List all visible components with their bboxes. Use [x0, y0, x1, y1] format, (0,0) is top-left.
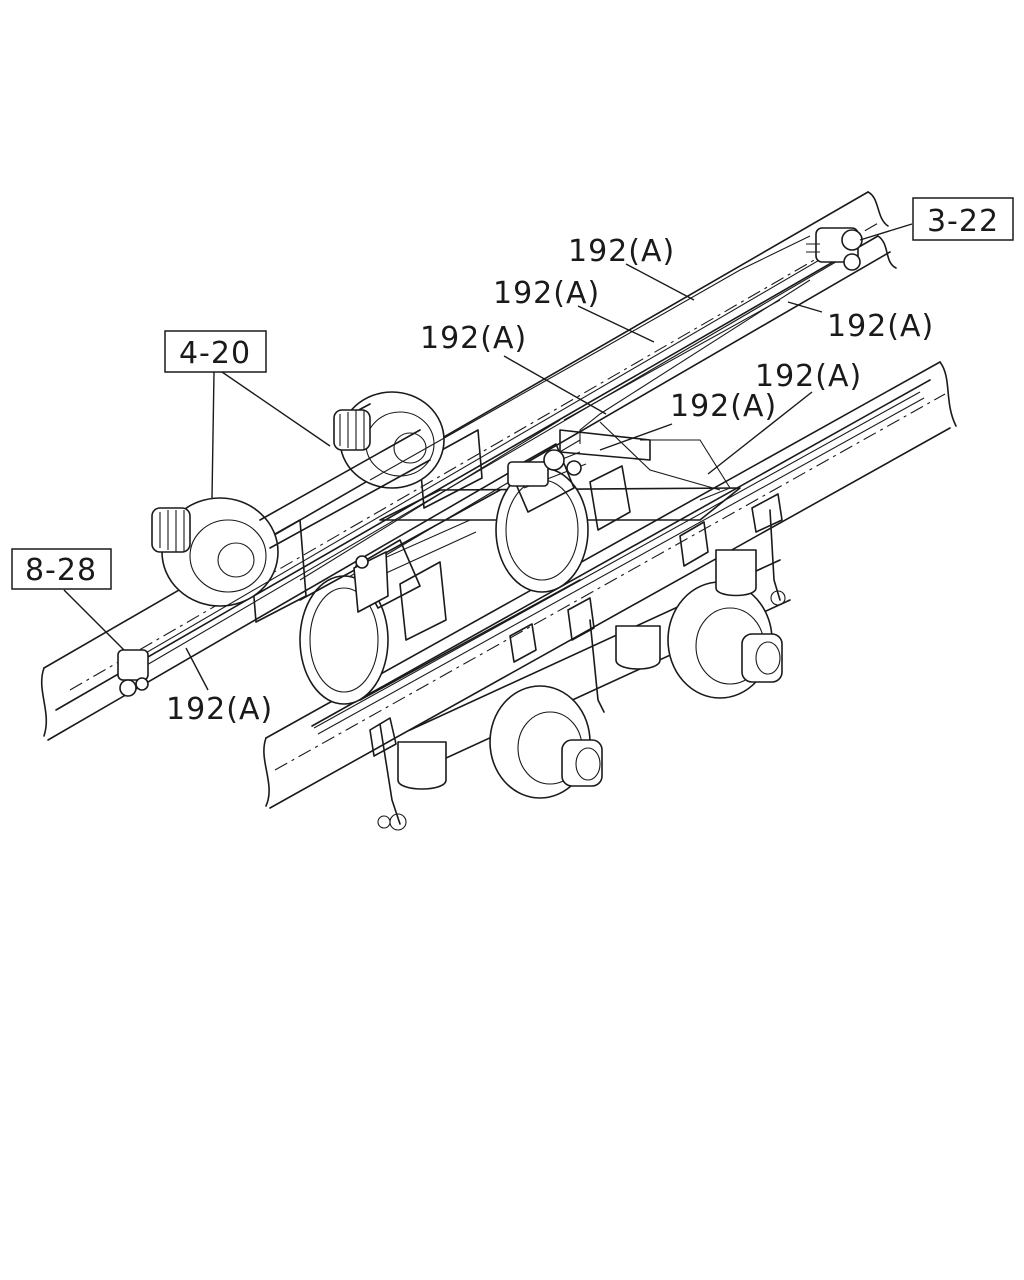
callout-label: 192(A) — [827, 309, 934, 344]
brake-chamber — [353, 551, 389, 613]
ref-label-3-22: 3-22 — [927, 204, 999, 239]
valve-8-28 — [117, 649, 149, 697]
air-lines — [119, 235, 925, 735]
front-axle — [151, 391, 445, 607]
ref-label-4-20: 4-20 — [179, 336, 251, 371]
ref-label-8-28: 8-28 — [25, 553, 97, 588]
rear-axle — [369, 493, 791, 831]
callout-label: 192(A) — [166, 692, 273, 727]
leader-lines — [63, 223, 913, 691]
differential-housings — [299, 443, 631, 705]
ref-box-3-22: 3-22 — [912, 197, 1014, 241]
leveling-valve — [507, 449, 582, 487]
relay-valve-3-22 — [806, 227, 863, 271]
valves — [117, 227, 863, 697]
callout-label: 192(A) — [670, 389, 777, 424]
left-frame-rail — [40, 191, 897, 741]
ref-box-8-28: 8-28 — [11, 548, 112, 590]
callout-label: 192(A) — [420, 321, 527, 356]
callout-label: 192(A) — [493, 276, 600, 311]
ref-box-4-20: 4-20 — [164, 330, 267, 373]
callout-label: 192(A) — [568, 234, 675, 269]
callout-label: 192(A) — [755, 359, 862, 394]
